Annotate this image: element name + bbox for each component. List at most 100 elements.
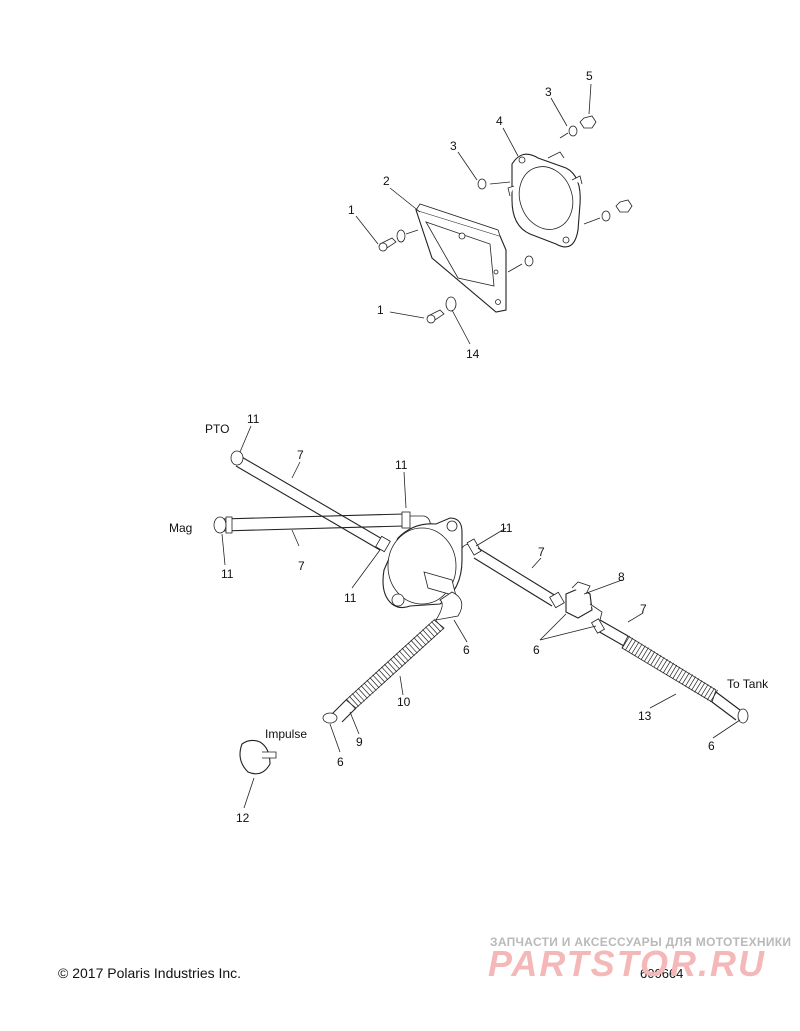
- washer-3-left: [477, 178, 487, 190]
- hose-clamp: [239, 739, 277, 775]
- washer-3-right: [568, 125, 578, 137]
- callout-13: 13: [638, 709, 652, 723]
- callout-11-pump-left: 11: [344, 591, 357, 605]
- hose-rib: [404, 645, 415, 657]
- callout-12: 12: [236, 811, 250, 825]
- hose-rib: [422, 629, 433, 641]
- hose-rib: [410, 639, 421, 651]
- hose-rib: [681, 672, 690, 685]
- hose-outlet: [461, 538, 565, 609]
- hose-rib: [378, 669, 389, 681]
- label-mag: Mag: [169, 521, 192, 535]
- hose-rib: [387, 661, 398, 673]
- hose-rib: [697, 682, 706, 695]
- callout-11-pto: 11: [247, 412, 260, 426]
- watermark-logo: PARTSTOR.RU: [488, 944, 764, 982]
- hose-rib: [390, 658, 400, 670]
- hose-rib: [653, 655, 662, 668]
- callout-7-mag: 7: [298, 559, 305, 573]
- hose-rib: [357, 687, 368, 699]
- callout-1-top: 1: [348, 203, 355, 217]
- callout-7-pto: 7: [297, 448, 304, 462]
- hose-rib: [431, 621, 442, 633]
- callout-7-outlet: 7: [538, 545, 545, 559]
- callout-9: 9: [356, 735, 363, 749]
- callout-numbers: 1 2 3 3 4 5 1 14 11 7 11 11 7 11 11 7 8 …: [221, 69, 715, 825]
- washer-screw-top: [396, 229, 406, 243]
- nut-5: [579, 115, 597, 129]
- hose-rib: [366, 679, 377, 691]
- hose-rib: [675, 668, 684, 681]
- hose-rib: [637, 645, 646, 658]
- callout-7-tank: 7: [640, 602, 647, 616]
- hose-mag: [213, 511, 431, 534]
- callout-11-outlet: 11: [500, 521, 513, 535]
- callout-1-bottom: 1: [377, 303, 384, 317]
- hose-rib: [631, 641, 640, 654]
- label-to-tank: To Tank: [727, 677, 769, 691]
- callout-6-tank: 6: [708, 739, 715, 753]
- shutoff-valve: [565, 581, 603, 621]
- hose-rib: [666, 662, 674, 676]
- leader-lines: [221, 83, 741, 809]
- bracket-assembly: [378, 115, 633, 324]
- hose-rib: [425, 626, 436, 638]
- fuel-line-assembly: [213, 450, 749, 775]
- callout-4: 4: [496, 114, 503, 128]
- hose-rib: [384, 663, 395, 675]
- screw-bottom: [426, 309, 445, 324]
- fuel-pump-body: [507, 151, 583, 248]
- callout-11-pump-top: 11: [395, 458, 408, 472]
- hose-rib: [401, 647, 412, 659]
- hose-rib: [650, 653, 659, 666]
- hose-rib: [688, 676, 696, 689]
- hose-rib: [372, 674, 383, 686]
- hose-rib: [434, 618, 444, 630]
- hose-rib: [395, 653, 406, 665]
- hose-rib: [647, 651, 656, 664]
- callout-6-pump: 6: [463, 643, 470, 657]
- callout-6-valve: 6: [533, 643, 540, 657]
- hose-rib: [360, 685, 371, 697]
- hose-rib: [710, 689, 718, 703]
- label-pto: PTO: [205, 422, 229, 436]
- hose-rib: [694, 680, 703, 693]
- hose-rib: [354, 690, 365, 702]
- hose-rib: [678, 670, 687, 683]
- impulse-hose: [322, 591, 463, 724]
- hose-rib: [375, 671, 386, 683]
- mounting-bracket: [415, 203, 507, 313]
- text-annotations: PTO Mag Impulse To Tank: [169, 422, 769, 741]
- hose-rib: [644, 649, 652, 662]
- figure-number: 600664: [640, 966, 684, 981]
- hose-rib: [346, 698, 356, 710]
- hose-rib: [348, 695, 359, 707]
- hose-rib: [628, 639, 637, 653]
- callout-3-left: 3: [450, 139, 457, 153]
- washer-bottom: [524, 255, 534, 267]
- callout-10: 10: [397, 695, 411, 709]
- hose-rib: [625, 637, 634, 651]
- hose-rib: [363, 682, 374, 694]
- hose-to-tank: [590, 618, 749, 724]
- hose-rib: [392, 655, 403, 667]
- label-impulse: Impulse: [265, 727, 307, 741]
- hose-rib: [416, 634, 427, 646]
- hose-rib: [428, 623, 439, 635]
- hose-rib: [703, 685, 712, 699]
- hose-rib: [381, 666, 392, 678]
- hose-rib: [419, 631, 430, 643]
- callout-11-mag: 11: [221, 567, 234, 581]
- hose-rib: [656, 657, 665, 670]
- hose-rib: [659, 658, 668, 672]
- nut-right: [615, 199, 633, 213]
- callout-3-right: 3: [545, 85, 552, 99]
- hose-13-ribs: [622, 635, 718, 703]
- hose-rib: [634, 643, 643, 656]
- washer-right-lower: [601, 210, 611, 222]
- callout-8: 8: [618, 570, 625, 584]
- hose-rib: [622, 635, 630, 649]
- hose-pto: [230, 450, 385, 551]
- hose-10-ribs: [346, 618, 444, 710]
